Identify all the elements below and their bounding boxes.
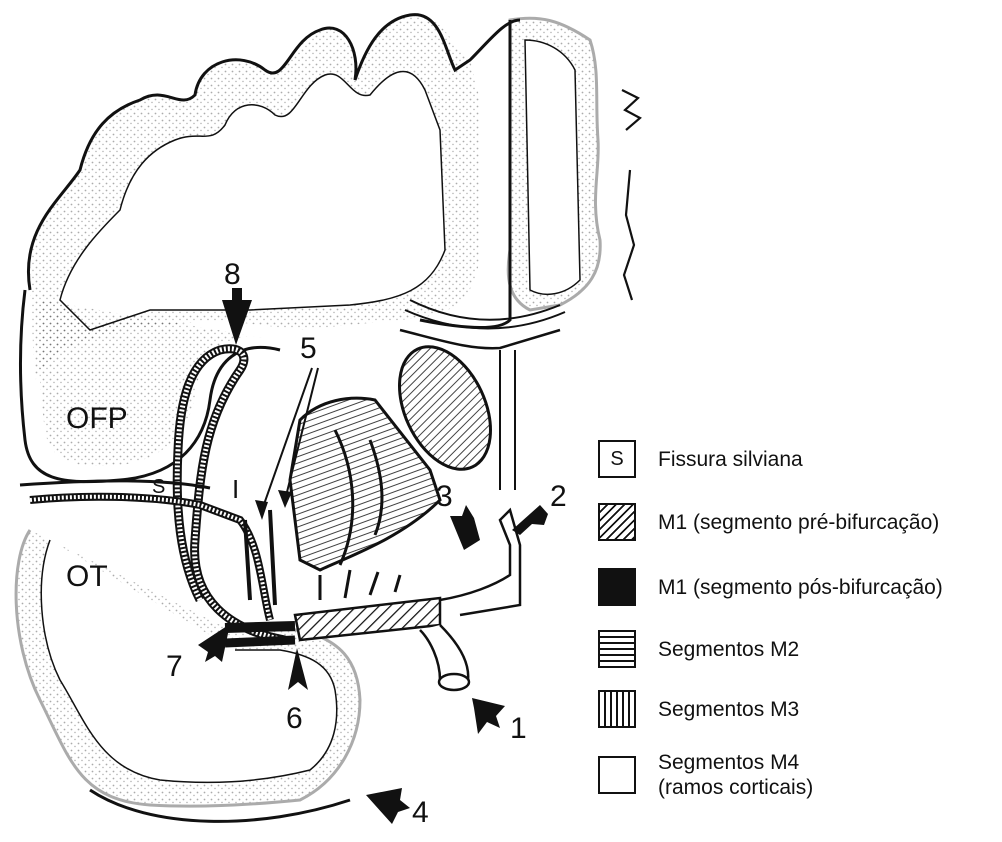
arrow-4-icon xyxy=(366,788,410,824)
swatch-vertical-lines xyxy=(598,690,636,728)
legend-item-m4: Segmentos M4 (ramos corticais) xyxy=(598,750,813,800)
legend-item-m1-pre: M1 (segmento pré-bifurcação) xyxy=(598,503,939,541)
legend-label: M1 (segmento pós-bifurcação) xyxy=(658,575,943,600)
legend-label: Segmentos M3 xyxy=(658,697,799,722)
number-5: 5 xyxy=(300,332,317,365)
arrow-2-icon xyxy=(512,505,548,535)
legend-item-fissura-silviana: S Fissura silviana xyxy=(598,440,803,478)
legend-label-line2: (ramos corticais) xyxy=(658,775,813,800)
artist-signature xyxy=(622,90,640,300)
legend-label: M1 (segmento pré-bifurcação) xyxy=(658,510,939,535)
number-2: 2 xyxy=(550,480,567,513)
swatch-solid xyxy=(598,568,636,606)
arrow-3-icon xyxy=(450,505,480,550)
swatch-fissure: S xyxy=(598,440,636,478)
legend-item-m1-pos: M1 (segmento pós-bifurcação) xyxy=(598,568,943,606)
number-8: 8 xyxy=(224,258,241,291)
swatch-horizontal-lines xyxy=(598,630,636,668)
legend-label: Segmentos M4 (ramos corticais) xyxy=(658,750,813,800)
arrow-1-icon xyxy=(472,698,505,734)
number-4: 4 xyxy=(412,796,429,829)
swatch-empty xyxy=(598,756,636,794)
number-7: 7 xyxy=(166,650,183,683)
legend-item-m2: Segmentos M2 xyxy=(598,630,799,668)
legend-label: Segmentos M2 xyxy=(658,637,799,662)
swatch-diagonal-hatch xyxy=(598,503,636,541)
label-ofp: OFP xyxy=(66,402,128,435)
number-6: 6 xyxy=(286,702,303,735)
label-i: I xyxy=(232,474,239,504)
legend-label: Fissura silviana xyxy=(658,447,803,472)
legend-item-m3: Segmentos M3 xyxy=(598,690,799,728)
number-3: 3 xyxy=(436,480,453,513)
label-s: S xyxy=(152,476,165,498)
number-1: 1 xyxy=(510,712,527,745)
label-ot: OT xyxy=(66,560,108,593)
legend-label-line1: Segmentos M4 xyxy=(658,750,813,775)
